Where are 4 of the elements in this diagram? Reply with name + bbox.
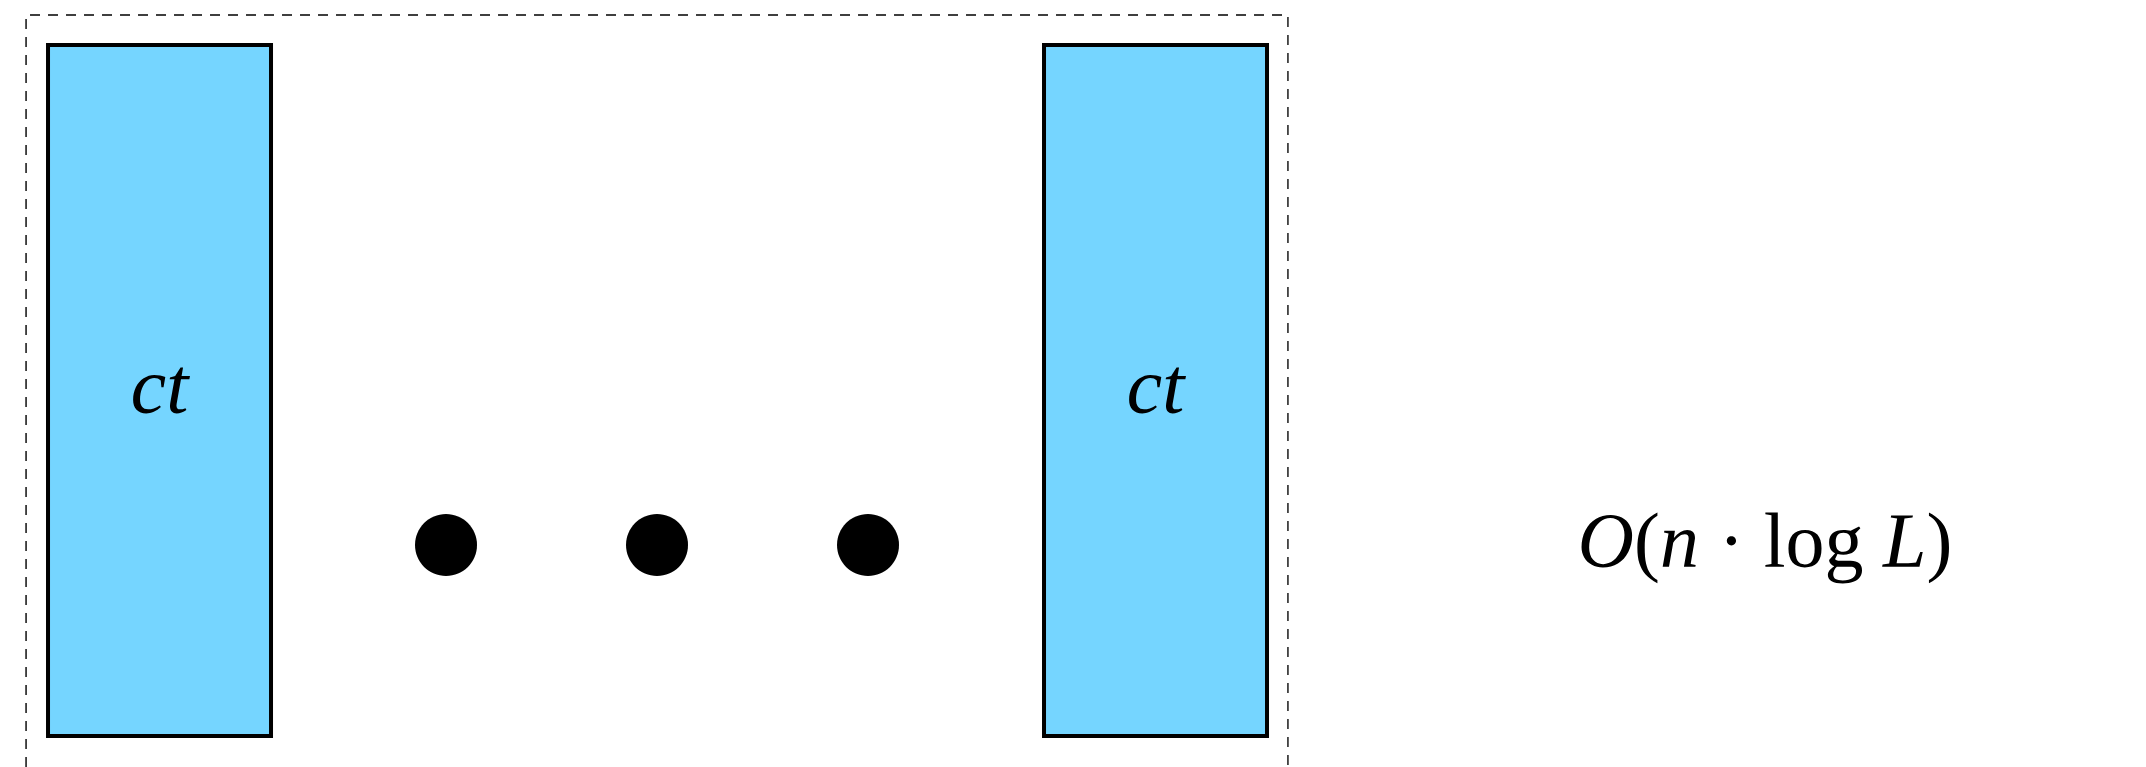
dashed-frame <box>25 14 1289 767</box>
process-box: ct <box>46 43 273 738</box>
process-box: ct <box>1042 43 1269 738</box>
complexity-formula: O(n · log L) <box>1581 512 1949 584</box>
